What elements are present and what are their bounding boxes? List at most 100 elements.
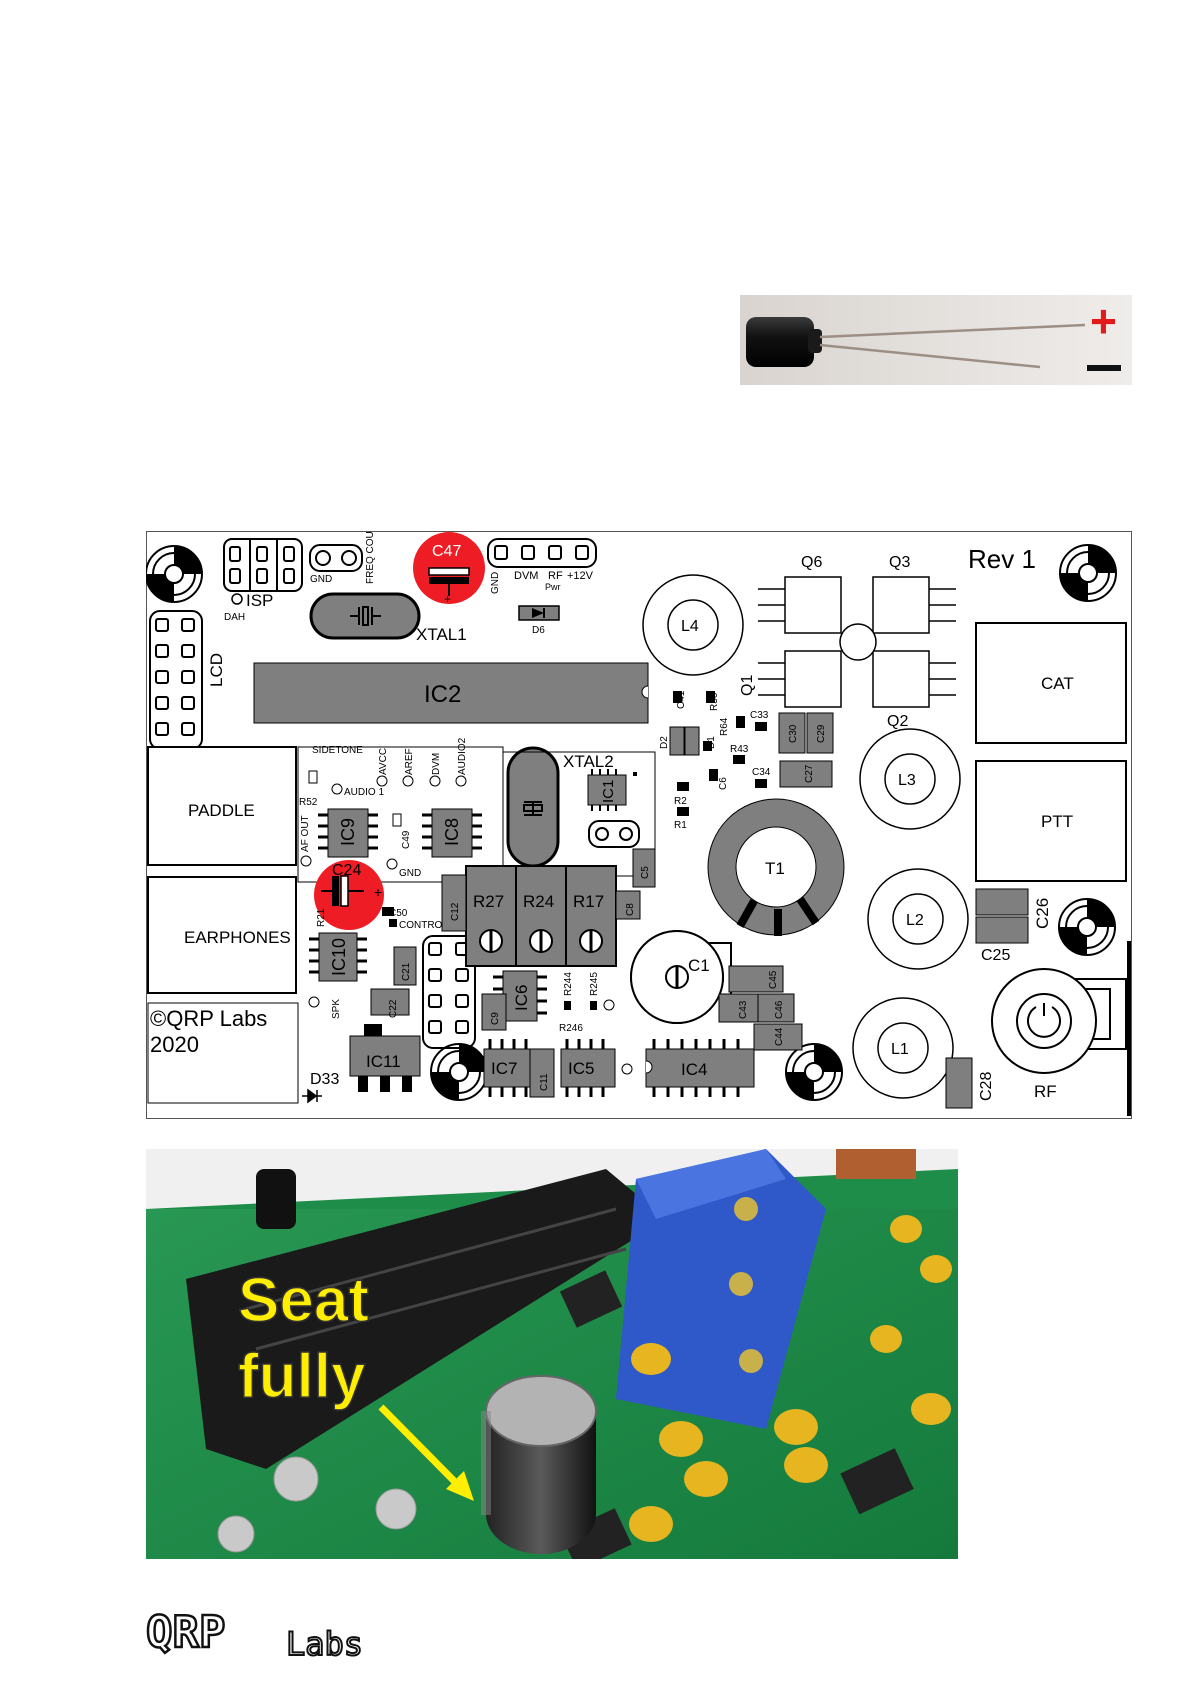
pcb-label: C25 <box>981 947 1010 964</box>
pcb-label: D2 <box>659 736 670 749</box>
mounting-hole <box>430 1043 488 1101</box>
pcb-label: DVM <box>514 570 538 582</box>
pcb-label: + <box>444 592 451 606</box>
pcb-layout-diagram: ISP DAH GND FREQ COUNT C47 + XTAL1 GND D… <box>145 518 1132 1119</box>
ic5: IC5 <box>560 1039 616 1097</box>
seat-caption-line1: Seat <box>238 1266 369 1335</box>
pcb-label: SPK <box>331 999 342 1019</box>
pcb-label: L4 <box>681 618 699 635</box>
pcb-label: R27 <box>473 892 504 911</box>
pcb-label: C43 <box>738 1000 749 1019</box>
pcb-label: Q6 <box>801 554 822 571</box>
pcb-label: C47 <box>432 543 461 560</box>
svg-text:QRP: QRP <box>146 1607 225 1658</box>
pcb-label: IC5 <box>568 1059 594 1078</box>
pcb-label: XTAL1 <box>416 625 467 644</box>
pcb-label: IC4 <box>681 1060 707 1079</box>
pcb-label: R36 <box>709 692 720 711</box>
pcb-label: C5 <box>640 866 651 879</box>
svg-text:Labs: Labs <box>286 1625 363 1663</box>
pcb-label: IC7 <box>491 1059 517 1078</box>
pcb-label: AREF <box>404 748 415 775</box>
qrp-labs-logo: QRP Labs <box>145 1605 386 1665</box>
pcb-label: IC11 <box>366 1052 401 1071</box>
ic9: IC9 <box>318 808 378 858</box>
pcb-label: R244 <box>563 972 574 996</box>
pcb-label: IC8 <box>442 818 462 846</box>
pcb-label: AUDIO2 <box>457 737 468 775</box>
pcb-label: C11 <box>539 1073 550 1091</box>
pcb-label: L2 <box>906 912 924 929</box>
pcb-label: C21 <box>401 962 412 981</box>
pcb-label: D6 <box>532 625 545 636</box>
pcb-label: RF <box>548 570 563 582</box>
pcb-label: RF <box>1034 1082 1057 1101</box>
pcb-label: R245 <box>589 972 600 996</box>
pcb-label: IC1 <box>600 780 617 803</box>
pcb-label: CONTROLS <box>399 920 455 931</box>
plus-sign: + <box>1090 295 1117 347</box>
pcb-label: CAT <box>1041 674 1074 693</box>
pcb-label: IC10 <box>329 938 349 976</box>
pcb-label: C29 <box>816 724 827 743</box>
pcb-label: EARPHONES <box>184 928 291 947</box>
pcb-label: DAH <box>224 612 245 623</box>
pcb-label: C22 <box>388 999 399 1018</box>
pcb-label: LCD <box>207 653 226 687</box>
ic8: IC8 <box>422 808 482 858</box>
ic10: IC10 <box>309 932 367 982</box>
pcb-label: R246 <box>559 1023 583 1034</box>
pcb-label: C45 <box>768 970 779 989</box>
pcb-label: R1 <box>674 820 687 831</box>
ic7: IC7 <box>483 1039 539 1097</box>
pcb-label: L3 <box>898 772 916 789</box>
mounting-hole <box>785 1043 843 1101</box>
mounting-hole <box>145 545 203 603</box>
pcb-label: AVCC <box>378 748 389 775</box>
pcb-label: AF OUT <box>300 815 311 852</box>
pcb-label: C41 <box>676 690 687 709</box>
pcb-label: C6 <box>718 777 729 790</box>
pcb-label: R2 <box>674 796 687 807</box>
isp-header <box>223 538 303 592</box>
pcb-label: C44 <box>774 1027 785 1046</box>
pcb-label: Q2 <box>887 713 908 730</box>
pcb-label: PTT <box>1041 812 1073 831</box>
pcb-label: GND <box>490 572 501 594</box>
pcb-label: IC6 <box>512 985 531 1011</box>
pcb-label: AUDIO 1 <box>344 787 384 798</box>
pcb-label: R21 <box>316 908 327 927</box>
pcb-label: C8 <box>625 903 636 916</box>
pcb-label: SIDETONE <box>312 745 363 756</box>
pcb-label: D33 <box>310 1071 339 1088</box>
pcb-label: C50 <box>389 908 408 919</box>
pcb-label: 2020 <box>150 1032 199 1057</box>
pcb-label: C12 <box>450 902 461 921</box>
pcb-label: +12V <box>567 570 594 582</box>
ic4: IC4 <box>645 1039 755 1097</box>
pcb-label: IC2 <box>424 681 461 708</box>
mounting-hole <box>1058 898 1116 956</box>
pcb-label: PADDLE <box>188 801 255 820</box>
pcb-label: Q1 <box>739 675 756 696</box>
pcb-label: Q3 <box>889 554 910 571</box>
pcb-label: R17 <box>573 892 604 911</box>
pcb-label: C26 <box>1033 898 1052 929</box>
pcb-label: T1 <box>765 859 785 878</box>
pcb-label: GND <box>310 574 332 585</box>
pcb-label: C33 <box>750 710 769 721</box>
pcb-label: C27 <box>804 764 815 783</box>
pcb-label: ISP <box>246 591 273 610</box>
pcb-label: C46 <box>774 1000 785 1019</box>
pcb-label: + <box>374 884 382 900</box>
seat-caption-line2: fully <box>238 1342 366 1411</box>
pcb-label: Pwr <box>545 582 561 592</box>
pcb-label: Rev 1 <box>968 544 1036 574</box>
pcb-label: C9 <box>490 1012 501 1025</box>
pcb-label: C24 <box>332 862 361 879</box>
pcb-label: C49 <box>401 830 412 849</box>
trimmer-group: R27 R24 R17 <box>465 865 617 967</box>
pcb-label: L1 <box>891 1041 909 1058</box>
pcb-label: C28 <box>978 1072 995 1101</box>
pcb-label: R24 <box>523 892 554 911</box>
